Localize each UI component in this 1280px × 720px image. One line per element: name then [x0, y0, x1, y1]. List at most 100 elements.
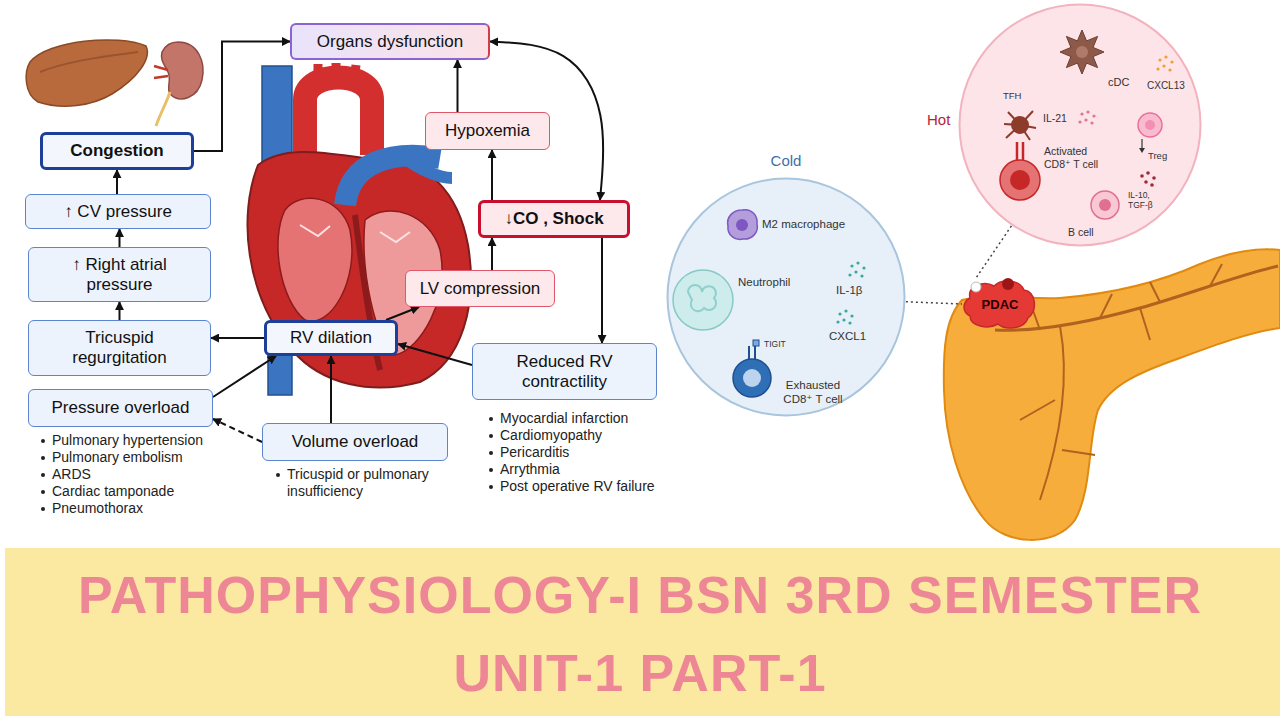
aortic-branches	[318, 63, 356, 82]
cytokine-dot	[1152, 176, 1156, 180]
receptor-label: TIGIT	[764, 339, 786, 349]
process-box: ↑ Right atrial pressure	[28, 247, 211, 302]
bullet-item: Myocardial infarction	[500, 410, 628, 427]
cytokine-label: IL-1β	[836, 284, 862, 298]
cytokine-label: CXCL13	[1147, 80, 1185, 92]
cytokine-dot	[838, 312, 841, 315]
flow-arrow	[213, 419, 262, 442]
b-cell-nucleus	[1099, 199, 1111, 211]
bullet-item: Post operative RV failure	[500, 478, 655, 495]
cell-label: Exhausted CD8⁺ T cell	[780, 379, 846, 407]
il10-dots	[1140, 171, 1156, 187]
tumor-shape	[964, 281, 1034, 328]
pulmonary-artery	[345, 156, 440, 205]
box-text: Tricuspid regurgitation	[37, 328, 202, 367]
process-box: ↓CO , Shock	[478, 200, 630, 238]
cytokine-dot	[850, 314, 853, 317]
box-text: ↑ CV pressure	[64, 202, 172, 222]
t-cell-nucleus	[1010, 170, 1030, 190]
box-text: Congestion	[70, 141, 164, 161]
bullet-item: Tricuspid or pulmonary insufficiency	[287, 466, 459, 500]
junction-dot	[971, 282, 981, 292]
box-text: Pressure overload	[52, 398, 190, 418]
cell-label: cDC	[1108, 76, 1129, 89]
treg-arrow-head	[1139, 148, 1145, 153]
flow-arrow	[330, 356, 332, 423]
pancreas-illustration	[944, 249, 1280, 540]
tumor-label: PDAC	[982, 297, 1019, 312]
flow-arrow	[386, 307, 419, 320]
il21-dots	[1078, 110, 1095, 124]
cytokine-dot	[848, 321, 851, 324]
activated-t-cell-icon	[1000, 160, 1040, 200]
cytokine-dot	[860, 274, 863, 277]
banner-title: PATHOPHYSIOLOGY-I BSN 3RD SEMESTER UNIT-…	[40, 556, 1240, 712]
tumor-nodule	[1002, 278, 1014, 290]
tfh-dendrites	[1004, 111, 1036, 140]
treg-nucleus	[1145, 120, 1155, 130]
right-ventricle	[278, 198, 352, 321]
cytokine-label: IL-21	[1043, 112, 1067, 125]
pulmonary-branch	[405, 158, 452, 178]
region-heading: Hot	[927, 111, 950, 128]
ureter	[156, 92, 170, 126]
process-box: Pressure overload	[28, 389, 213, 427]
cytokine-dot	[848, 273, 851, 276]
cxcl13-dots	[1156, 55, 1173, 71]
bullet-item: Pericarditis	[500, 444, 569, 461]
bullet-item: Pulmonary hypertension	[52, 432, 203, 449]
box-text: Volume overload	[292, 432, 419, 452]
bullet-item: Cardiomyopathy	[500, 427, 602, 444]
il1b-dots	[848, 261, 865, 277]
flow-arrow	[119, 302, 121, 320]
cdc-cell-icon	[1060, 30, 1104, 74]
bullet-item: Pulmonary embolism	[52, 449, 183, 466]
cxcl1-dots	[836, 309, 853, 324]
tigit-tip	[753, 340, 759, 346]
cell-label: B cell	[1068, 226, 1094, 239]
exhausted-t-cell-icon	[733, 359, 771, 397]
cytokine-dot	[1162, 64, 1165, 67]
cytokine-dot	[1086, 110, 1089, 113]
duct-branches	[1020, 264, 1222, 500]
cytokine-dot	[1168, 68, 1171, 71]
neutrophil-nucleus	[688, 285, 716, 311]
box-text: Hypoxemia	[445, 121, 530, 141]
cytokine-dot	[856, 261, 859, 264]
box-text: ↓CO , Shock	[504, 209, 603, 229]
cytokine-dot	[844, 309, 847, 312]
cytokine-dot	[836, 320, 839, 323]
process-box: Tricuspid regurgitation	[28, 320, 211, 376]
tfh-cell-icon	[1011, 116, 1029, 134]
process-box: LV compression	[405, 270, 555, 307]
cytokine-dot	[1164, 55, 1167, 58]
bullet-item: Cardiac tamponade	[52, 483, 174, 500]
cytokine-dot	[1170, 60, 1173, 63]
cell-label: Neutrophil	[738, 276, 790, 290]
flow-arrow	[116, 170, 118, 194]
treg-cell-icon	[1138, 113, 1162, 137]
flow-arrow	[398, 344, 472, 365]
macrophage-nucleus	[736, 219, 748, 231]
cell-label: Treg	[1148, 150, 1167, 161]
cytokine-dot	[1156, 67, 1159, 70]
process-box: Hypoxemia	[425, 112, 550, 150]
box-text: Reduced RV contractility	[481, 352, 648, 391]
cytokine-dot	[1092, 114, 1095, 117]
title-banner	[5, 548, 1280, 716]
process-box: Volume overload	[262, 423, 448, 461]
flow-arrow	[194, 42, 290, 152]
cdc-nucleus	[1076, 46, 1088, 58]
region-heading: Cold	[666, 152, 906, 169]
bullet-item: ARDS	[52, 466, 91, 483]
cytokine-dot	[1158, 58, 1161, 61]
box-text: RV dilation	[290, 328, 372, 348]
cell-label: M2 macrophage	[762, 218, 845, 232]
cell-label: TFH	[1003, 90, 1021, 101]
neutrophil-icon	[673, 270, 733, 330]
cytokine-dot	[1144, 180, 1148, 184]
cytokine-dot	[1078, 120, 1081, 123]
process-box: Congestion	[40, 132, 194, 170]
process-box: ↑ CV pressure	[25, 194, 211, 229]
